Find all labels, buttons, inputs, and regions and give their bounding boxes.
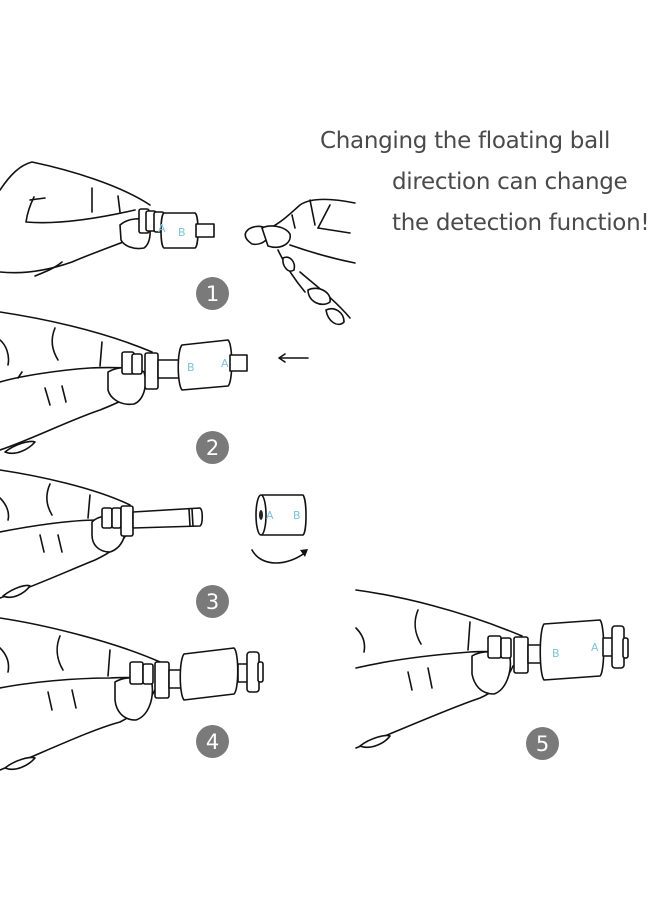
pinching-hand-icon bbox=[244, 198, 356, 326]
left-arrow-icon bbox=[278, 353, 309, 363]
hand-icon bbox=[0, 617, 161, 771]
hand-icon bbox=[355, 589, 523, 749]
hand-icon bbox=[0, 311, 153, 455]
float-label-a: A bbox=[591, 641, 599, 654]
float-label-b: B bbox=[178, 226, 186, 239]
step-1-illustration: A B bbox=[0, 161, 356, 326]
step-1-badge: 1 bbox=[196, 277, 229, 310]
step-4-illustration bbox=[0, 617, 264, 771]
step-5-badge: 5 bbox=[526, 727, 559, 760]
sensor-stem-icon: B A bbox=[121, 339, 248, 391]
float-label-b: B bbox=[187, 361, 195, 374]
sensor-stem-icon: B A bbox=[487, 619, 629, 681]
headline-line-3: the detection function! bbox=[392, 210, 650, 236]
hand-icon bbox=[0, 161, 151, 277]
headline-line-2: direction can change bbox=[392, 169, 628, 195]
step-2-illustration: B A bbox=[0, 311, 309, 455]
float-label-a: A bbox=[158, 222, 166, 235]
curved-arrow-icon bbox=[251, 549, 308, 564]
headline-line-1: Changing the floating ball bbox=[320, 128, 611, 154]
hand-icon bbox=[0, 469, 131, 599]
step-2-badge: 2 bbox=[196, 431, 229, 464]
step-3-illustration: A B bbox=[0, 469, 308, 599]
sensor-stem-icon bbox=[129, 647, 264, 701]
step-5-illustration: B A bbox=[355, 589, 629, 749]
step-4-badge: 4 bbox=[196, 725, 229, 758]
float-label-b: B bbox=[552, 647, 560, 660]
float-label-a: A bbox=[266, 509, 274, 522]
sensor-stem-icon: A B bbox=[138, 208, 215, 249]
float-label-a: A bbox=[221, 357, 229, 370]
step-3-badge: 3 bbox=[196, 585, 229, 618]
float-label-b: B bbox=[293, 509, 301, 522]
sensor-stem-icon bbox=[101, 505, 204, 537]
float-icon: A B bbox=[255, 494, 307, 536]
